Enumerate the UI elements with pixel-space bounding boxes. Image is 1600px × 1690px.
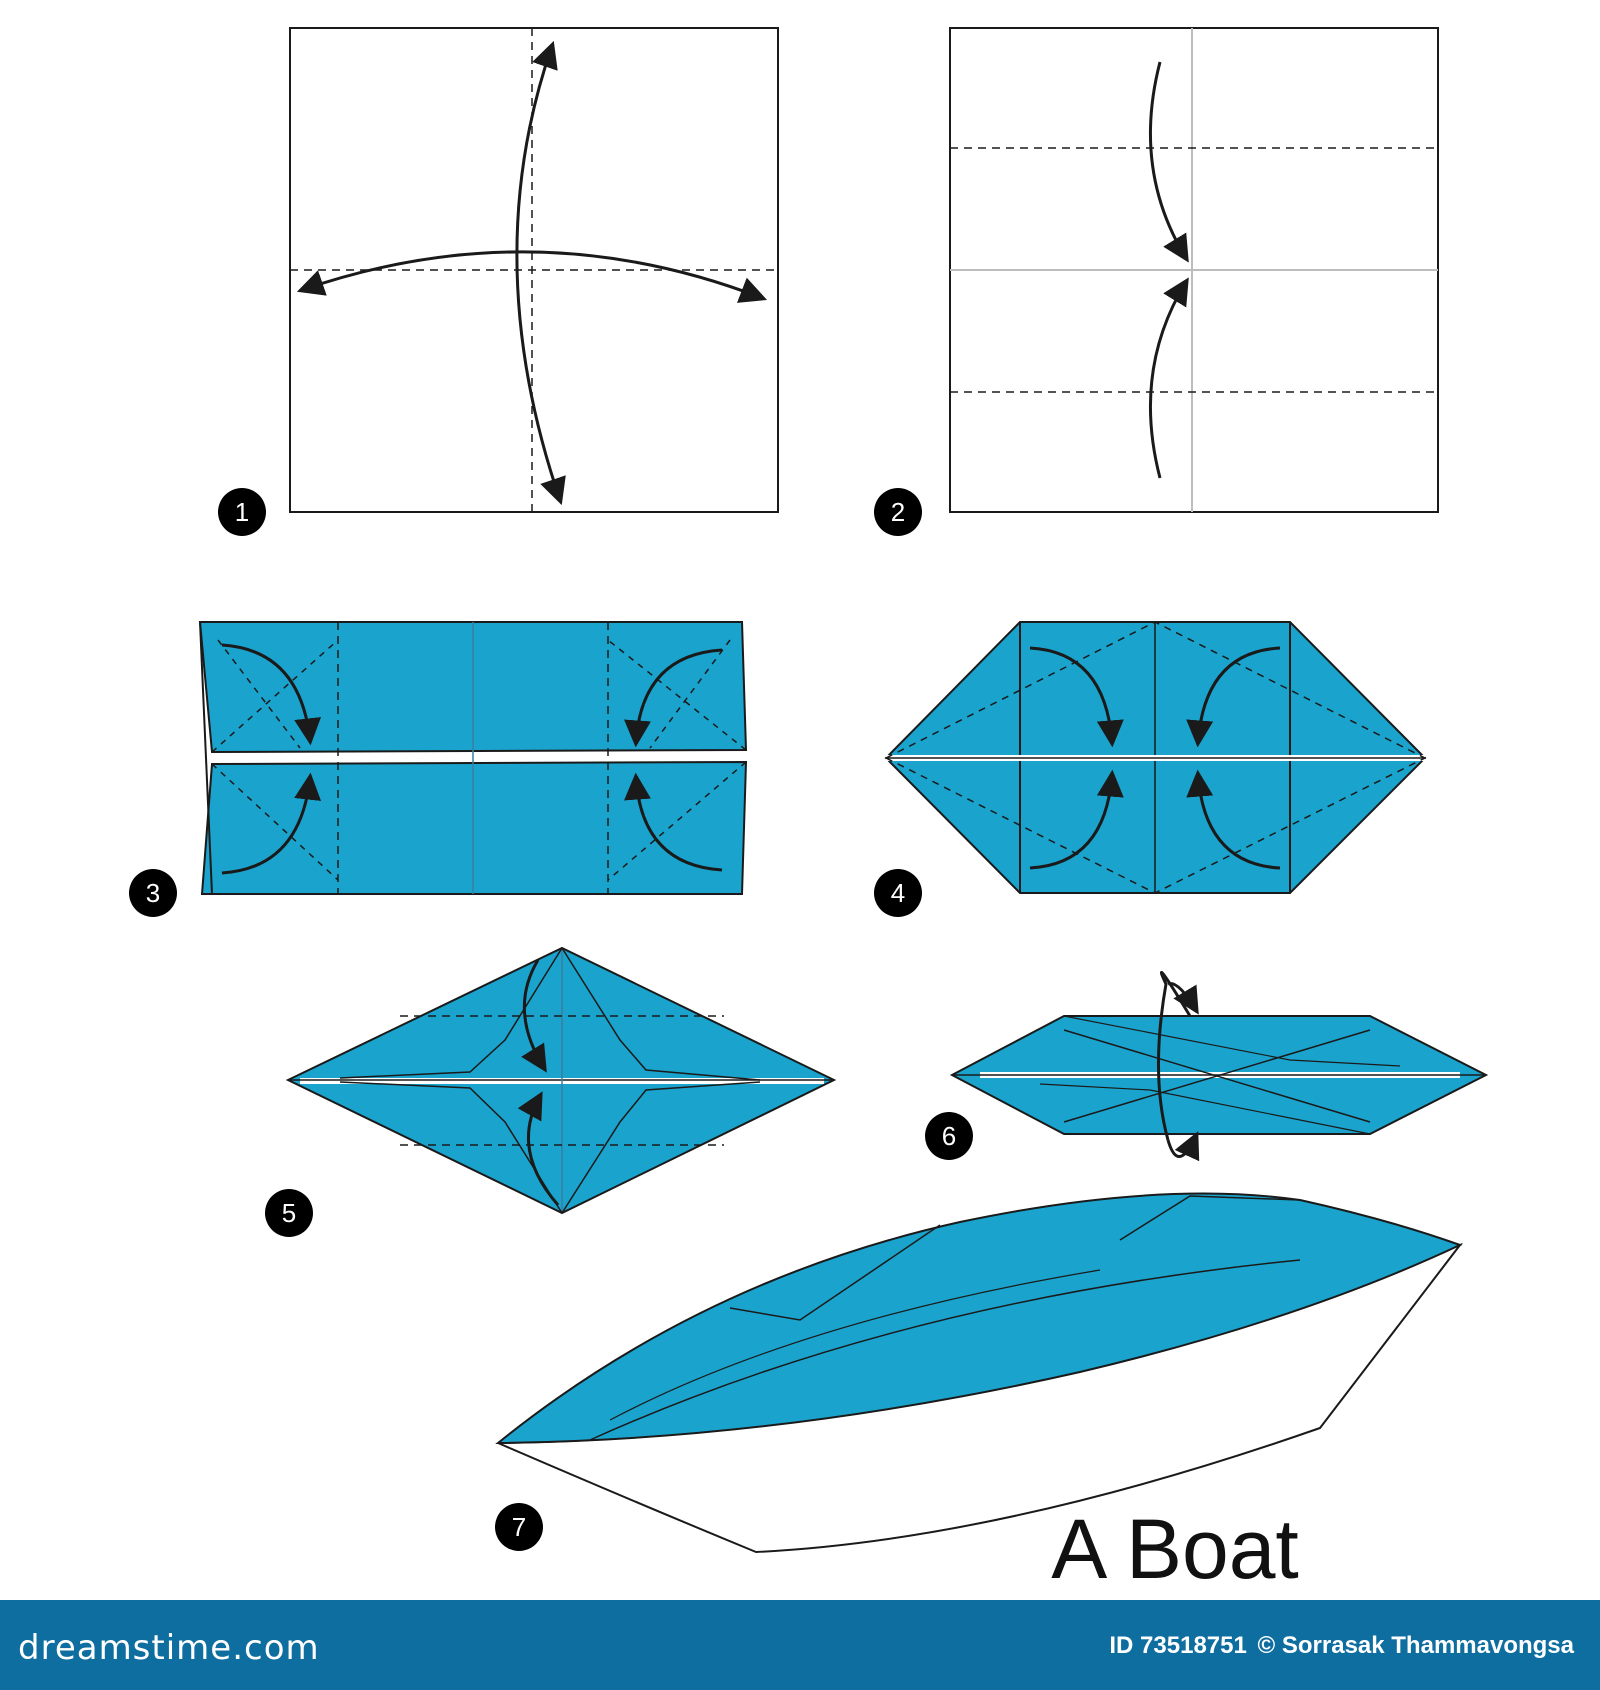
fold-arrow (1148, 61, 1189, 263)
step-badge-1: 1 (218, 488, 266, 536)
svg-text:3: 3 (146, 878, 160, 908)
step-badge-4: 4 (874, 869, 922, 917)
step-6-diagram (949, 971, 1489, 1162)
footer-bar: dreamstime.com ID 73518751 © Sorrasak Th… (0, 1600, 1600, 1690)
svg-text:5: 5 (282, 1198, 296, 1228)
step-badge-6: 6 (925, 1112, 973, 1160)
fold-arrow (624, 772, 723, 872)
fold-arrow (1029, 769, 1124, 870)
image-author: © Sorrasak Thammavongsa (1257, 1632, 1574, 1659)
step-3-diagram (198, 621, 748, 895)
image-credit: ID 73518751 © Sorrasak Thammavongsa (1109, 1632, 1578, 1660)
step-1-diagram (289, 27, 779, 513)
svg-text:2: 2 (891, 497, 905, 527)
svg-text:1: 1 (235, 497, 249, 527)
fold-arrow (1029, 646, 1124, 748)
rotate-arrow (1166, 1131, 1200, 1162)
fold-arrow (624, 648, 723, 748)
step-badge-7: 7 (495, 1503, 543, 1551)
fold-arrow (1186, 769, 1281, 870)
fold-arrow (517, 1091, 560, 1206)
fold-arrow (521, 959, 547, 1073)
step-4-diagram (884, 621, 1427, 894)
fold-arrow (1186, 646, 1281, 748)
svg-text:6: 6 (942, 1121, 956, 1151)
brand-logo-text[interactable]: dreamstime.com (18, 1628, 320, 1668)
step-badge-5: 5 (265, 1189, 313, 1237)
svg-text:4: 4 (891, 878, 905, 908)
image-id: ID 73518751 (1109, 1632, 1247, 1659)
step-badge-3: 3 (129, 869, 177, 917)
svg-text:7: 7 (512, 1512, 526, 1542)
step-5-diagram (285, 946, 837, 1215)
fold-arrow (515, 40, 566, 506)
diagram-title: A Boat (1051, 1502, 1299, 1596)
fold-arrow (221, 772, 322, 875)
fold-arrow (296, 250, 768, 303)
rotate-arrow (1167, 982, 1199, 1015)
fold-arrow (221, 643, 322, 746)
step-badge-2: 2 (874, 488, 922, 536)
step-2-diagram (949, 27, 1439, 513)
origami-boat-diagram: 1 2 3 4 5 6 7 A Boat (129, 27, 1489, 1596)
step-7-boat (495, 1192, 1464, 1554)
fold-arrow (1148, 277, 1189, 479)
